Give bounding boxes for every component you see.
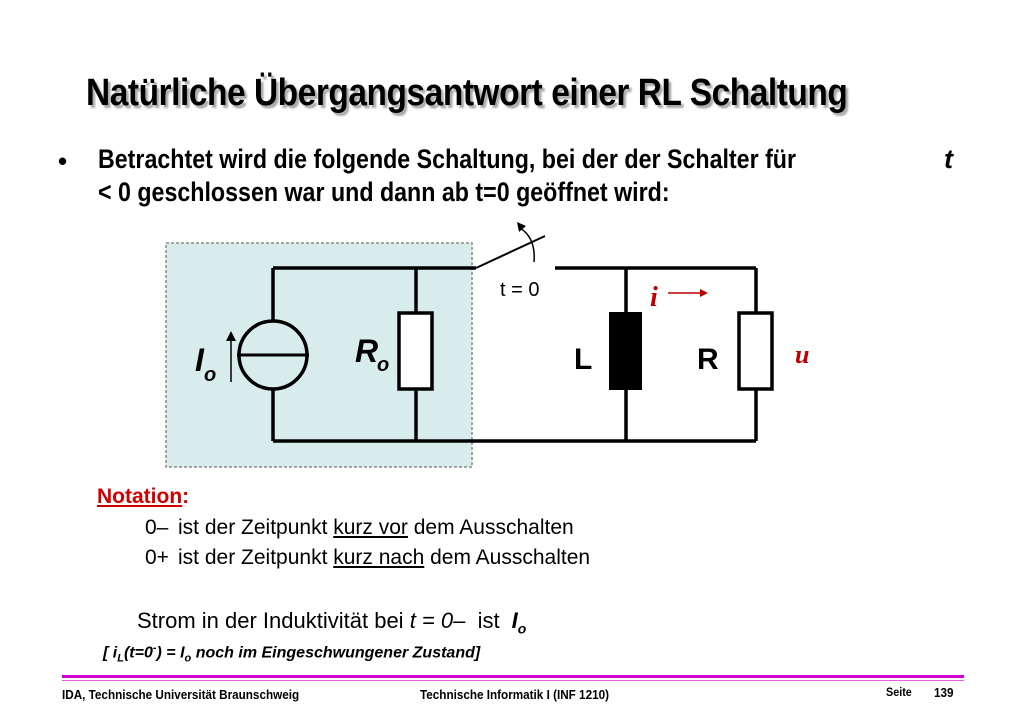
resistor-r-label: R <box>697 343 719 376</box>
slide-title: Natürliche Übergangsantwort einer RL Sch… <box>86 72 848 114</box>
strom-io: I <box>511 608 518 633</box>
bullet-marker: • <box>58 146 68 176</box>
current-label: i <box>650 282 658 313</box>
switch-arrowhead <box>517 222 526 232</box>
strom-io-sub: o <box>517 620 527 637</box>
footer-page-number: 139 <box>934 685 954 700</box>
inductor-current-statement: Strom in der Induktivität bei t = 0– ist… <box>137 608 526 636</box>
note-part-b: (t=0 <box>123 644 153 662</box>
footer-course: Technische Informatik I (INF 1210) <box>420 687 609 702</box>
strom-condition: t = 0– <box>409 608 466 633</box>
notation-title: Notation <box>97 485 183 508</box>
footer-page-label: Seite <box>886 685 912 699</box>
steady-state-note: [ iL(t=0-) = Io noch im Eingeschwungener… <box>103 642 480 665</box>
note-sub-l: L <box>117 652 124 665</box>
notation-text-after-pre: ist der Zeitpunkt <box>178 546 334 569</box>
notation-symbol-before: 0– <box>145 516 169 539</box>
switch-label: t = 0 <box>500 279 539 301</box>
bullet-text-line1: Betrachtet wird die folgende Schaltung, … <box>98 144 797 174</box>
source-label: I <box>195 342 205 378</box>
ro-label: R <box>355 333 378 369</box>
notation-text-before-emph: kurz vor <box>333 516 408 539</box>
current-arrowhead <box>700 289 708 297</box>
current-source-arrowhead <box>226 331 236 341</box>
source-label-sub: o <box>204 364 216 386</box>
ro-label-sub: o <box>377 354 389 376</box>
strom-ist: ist <box>465 608 500 633</box>
bullet-text-line2: < 0 geschlossen war und dann ab t=0 geöf… <box>98 177 670 207</box>
bullet-variable-t: t <box>944 144 953 174</box>
note-part-d: noch im Eingeschwungener Zustand] <box>191 644 481 662</box>
notation-text-before-post: dem Ausschalten <box>407 516 574 539</box>
footer-rule-thin <box>62 680 964 681</box>
note-sup-minus: - <box>152 642 157 654</box>
voltage-label: u <box>795 340 809 369</box>
notation-text-before-pre: ist der Zeitpunkt <box>178 516 334 539</box>
footer-institution: IDA, Technische Universität Braunschweig <box>62 687 300 702</box>
notation-symbol-after: 0+ <box>145 546 169 569</box>
inductor-label: L <box>574 343 592 376</box>
inductor-l <box>609 312 642 390</box>
switch-blade <box>475 235 546 269</box>
notation-colon: : <box>182 485 190 508</box>
notation-heading: Notation: <box>97 485 189 509</box>
note-sub-o: o <box>184 652 192 665</box>
note-part-a: [ i <box>103 644 118 662</box>
notation-text-after-emph: kurz nach <box>333 546 425 569</box>
note-part-c: ) = I <box>156 644 185 662</box>
resistor-ro <box>397 311 434 391</box>
notation-line-before: 0– ist der Zeitpunkt kurz vor dem Ausscha… <box>145 516 574 540</box>
notation-text-after-post: dem Ausschalten <box>424 546 591 569</box>
circuit-wires <box>271 266 758 443</box>
notation-line-after: 0+ ist der Zeitpunkt kurz nach dem Aussch… <box>145 546 590 570</box>
switch-arc <box>519 227 535 263</box>
resistor-r <box>737 311 774 391</box>
footer-rule <box>62 675 964 678</box>
strom-text: Strom in der Induktivität bei <box>137 608 410 633</box>
